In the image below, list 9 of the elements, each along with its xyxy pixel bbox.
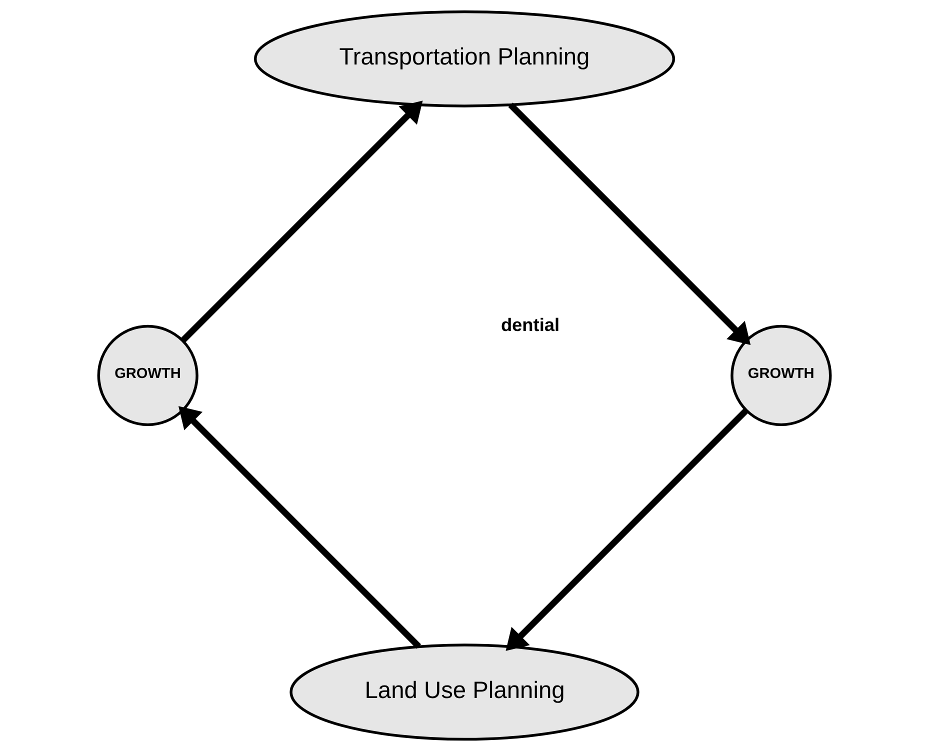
node-ellipse: Transportation Planning xyxy=(254,10,676,108)
node-circle: GROWTH xyxy=(97,324,198,426)
arrow xyxy=(180,100,423,343)
arrow xyxy=(508,102,751,345)
node-circle: GROWTH xyxy=(730,324,832,426)
node-ellipse: Land Use Planning xyxy=(290,644,640,741)
arrow xyxy=(178,406,422,649)
arrow xyxy=(506,408,749,651)
label: dential xyxy=(500,314,560,335)
